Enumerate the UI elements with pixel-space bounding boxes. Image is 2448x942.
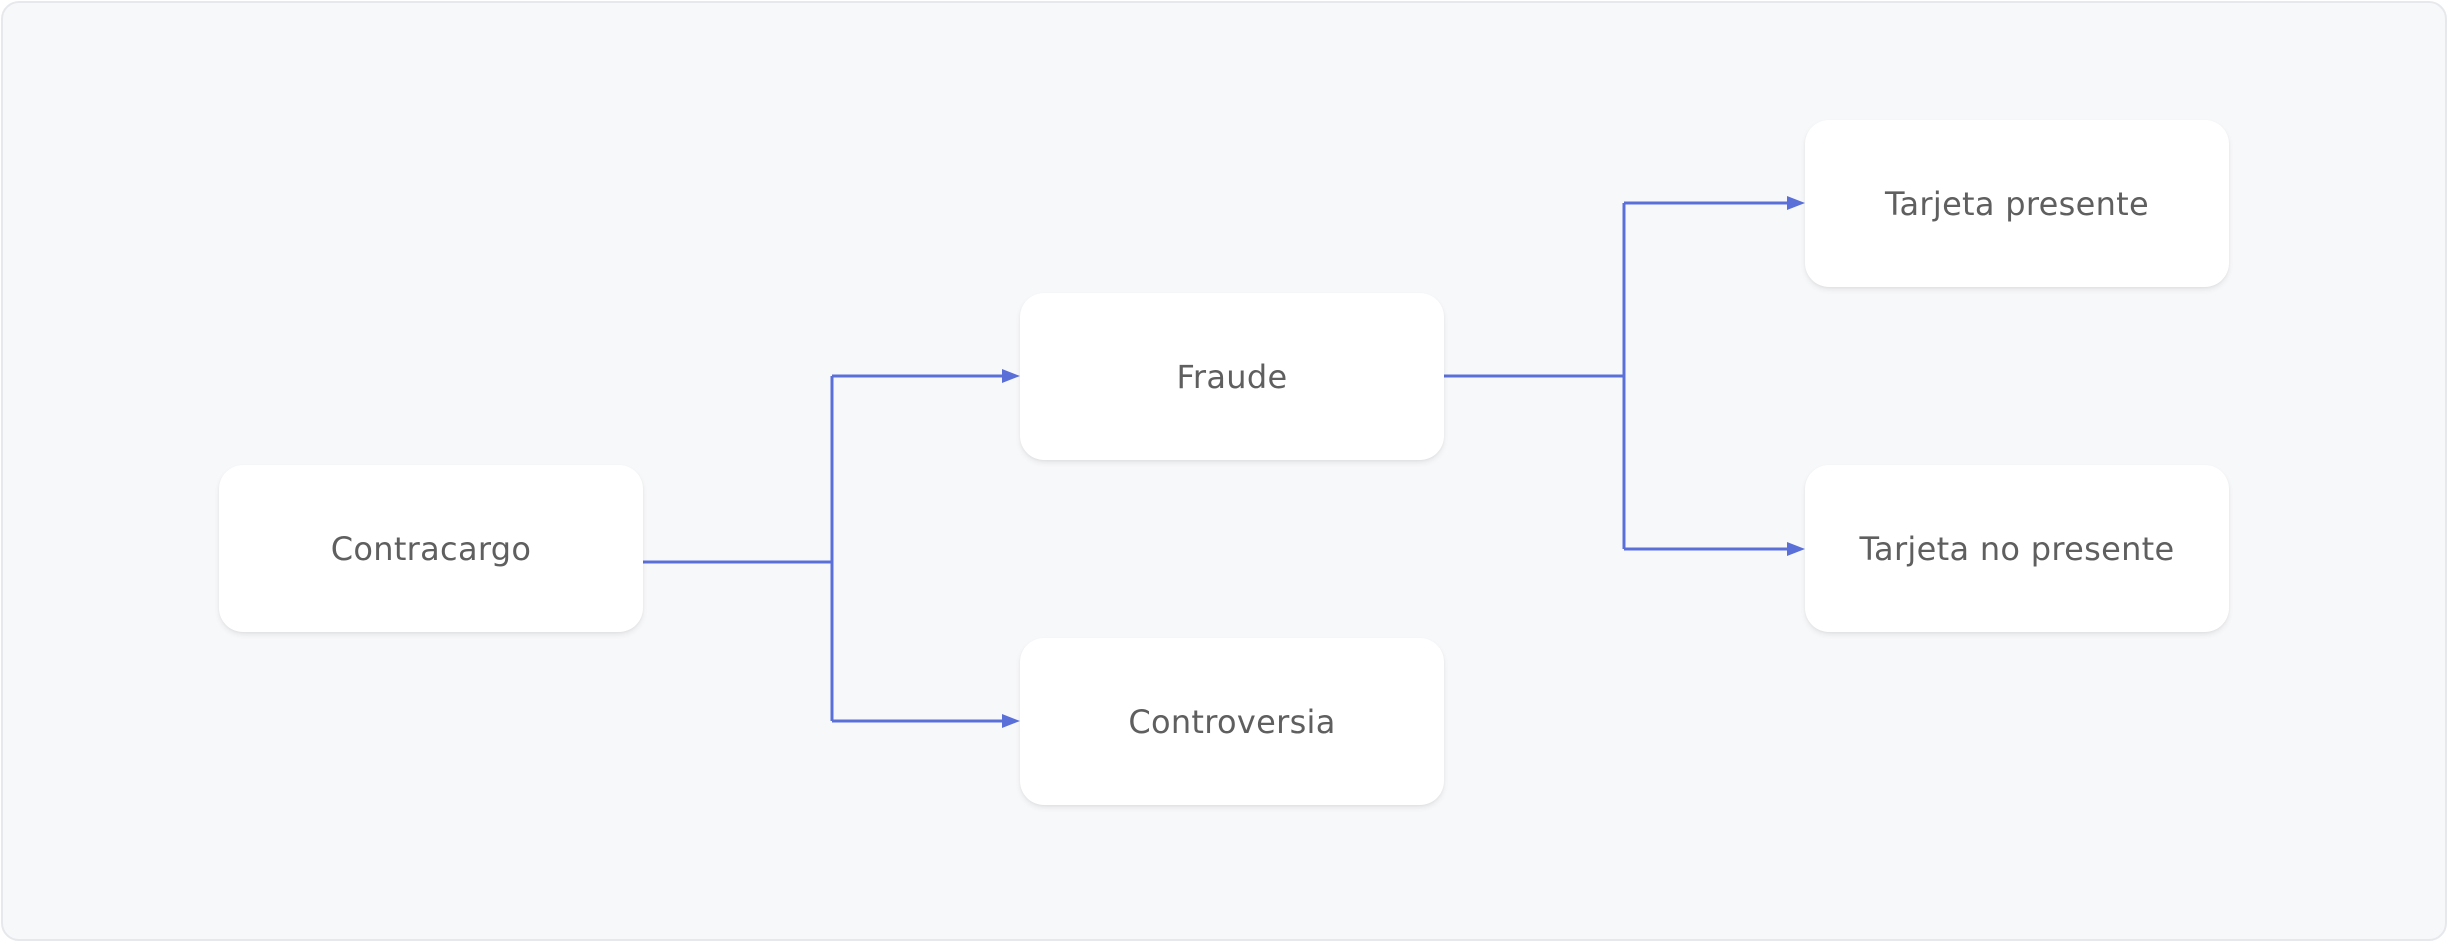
node-label: Tarjeta no presente (1859, 529, 2175, 568)
node-fraude[interactable]: Fraude (1020, 293, 1444, 460)
node-tarjeta-presente[interactable]: Tarjeta presente (1805, 120, 2229, 287)
node-label: Fraude (1176, 357, 1288, 396)
node-label: Controversia (1128, 702, 1336, 741)
arrowhead-to-controversia (1002, 714, 1020, 728)
edge-fraude-branches (1444, 201, 1789, 551)
arrowhead-to-tarjeta-no-presente (1787, 542, 1805, 556)
arrowhead-to-fraude (1002, 369, 1020, 383)
edge-contracargo-branches (643, 374, 1004, 723)
node-controversia[interactable]: Controversia (1020, 638, 1444, 805)
arrowhead-to-tarjeta-presente (1787, 196, 1805, 210)
node-label: Contracargo (330, 529, 532, 568)
node-contracargo[interactable]: Contracargo (219, 465, 643, 632)
node-label: Tarjeta presente (1884, 184, 2150, 223)
node-tarjeta-no-presente[interactable]: Tarjeta no presente (1805, 465, 2229, 632)
